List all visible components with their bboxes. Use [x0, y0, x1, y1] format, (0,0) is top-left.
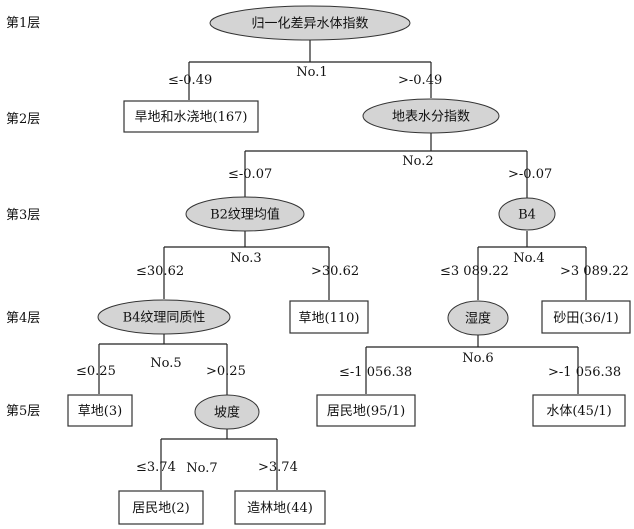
node-b4	[498, 197, 556, 231]
node-root-ndwi-label: 归一化差异水体指数	[251, 17, 368, 32]
node-b4-texture-homogeneity	[97, 299, 231, 335]
node-humidity	[447, 300, 509, 336]
node-slope-label: 坡度	[214, 405, 240, 421]
node-humidity-label: 湿度	[465, 311, 491, 327]
leaf-grassland-3-label: 草地(3)	[78, 404, 122, 419]
split-3-label: No.3	[230, 251, 261, 266]
leaf-plantation-forest	[234, 490, 326, 525]
edge-split-5	[98, 334, 228, 395]
node-slope	[194, 394, 260, 430]
leaf-grassland-110	[289, 300, 369, 334]
node-surface-moisture-index-label: 地表水分指数	[392, 110, 470, 125]
leaf-dry-irrigated-land	[123, 100, 259, 133]
leaf-residential-95	[316, 394, 416, 427]
level-label-1: 第1层	[6, 16, 40, 31]
split-2-label: No.2	[402, 154, 433, 169]
tree-edges	[98, 40, 587, 490]
split-6-label: No.6	[462, 351, 493, 366]
level-label-3: 第3层	[6, 208, 40, 223]
edge-split-1	[188, 40, 432, 100]
leaf-sand-field-label: 砂田(36/1)	[553, 311, 618, 326]
level-label-5: 第5层	[6, 404, 40, 419]
level-label-2: 第2层	[6, 112, 40, 127]
node-b2-texture-mean-label: B2纹理均值	[210, 207, 280, 223]
split-4-label: No.4	[513, 251, 544, 266]
leaf-residential-2	[118, 490, 204, 525]
edge-split-6	[365, 335, 579, 394]
level-label-4: 第4层	[6, 311, 40, 326]
split-7-right-condition: >3.74	[258, 460, 298, 475]
node-b2-texture-mean	[185, 196, 305, 232]
leaf-dry-irrigated-land-label: 旱地和水浇地(167)	[135, 110, 248, 125]
leaf-grassland-3	[67, 394, 133, 427]
leaf-residential-95-label: 居民地(95/1)	[327, 404, 405, 419]
split-3-right-condition: >30.62	[311, 264, 359, 279]
split-2-right-condition: >-0.07	[508, 167, 552, 182]
leaf-water-body-label: 水体(45/1)	[546, 404, 611, 419]
split-2-left-condition: ≤-0.07	[228, 167, 272, 182]
split-5-right-condition: >0.25	[206, 364, 246, 379]
split-6-right-condition: >-1 056.38	[548, 365, 621, 380]
split-annotations: No.1 ≤-0.49 >-0.49 No.2 ≤-0.07 >-0.07 No…	[76, 65, 629, 476]
leaf-grassland-110-label: 草地(110)	[299, 311, 360, 326]
leaf-sand-field	[541, 300, 631, 334]
edge-split-7	[160, 429, 278, 490]
split-3-left-condition: ≤30.62	[136, 264, 184, 279]
split-1-left-condition: ≤-0.49	[168, 73, 212, 88]
leaf-residential-2-label: 居民地(2)	[132, 501, 189, 516]
leaf-plantation-forest-label: 造林地(44)	[247, 501, 313, 516]
edge-split-2	[244, 133, 528, 198]
split-7-left-condition: ≤3.74	[136, 460, 176, 475]
edge-split-3	[163, 231, 330, 300]
node-b4-label: B4	[518, 208, 536, 223]
split-5-left-condition: ≤0.25	[76, 364, 116, 379]
split-1-right-condition: >-0.49	[398, 73, 442, 88]
leaf-water-body	[532, 394, 626, 427]
node-surface-moisture-index	[362, 98, 500, 134]
split-4-left-condition: ≤3 089.22	[440, 264, 509, 279]
node-b4-texture-homogeneity-label: B4纹理同质性	[123, 311, 206, 326]
split-4-right-condition: >3 089.22	[560, 264, 629, 279]
split-5-label: No.5	[150, 356, 181, 371]
split-7-label: No.7	[186, 461, 217, 476]
split-1-label: No.1	[296, 65, 327, 80]
edge-split-4	[477, 231, 587, 300]
node-root-ndwi	[209, 5, 411, 41]
split-6-left-condition: ≤-1 056.38	[339, 365, 412, 380]
